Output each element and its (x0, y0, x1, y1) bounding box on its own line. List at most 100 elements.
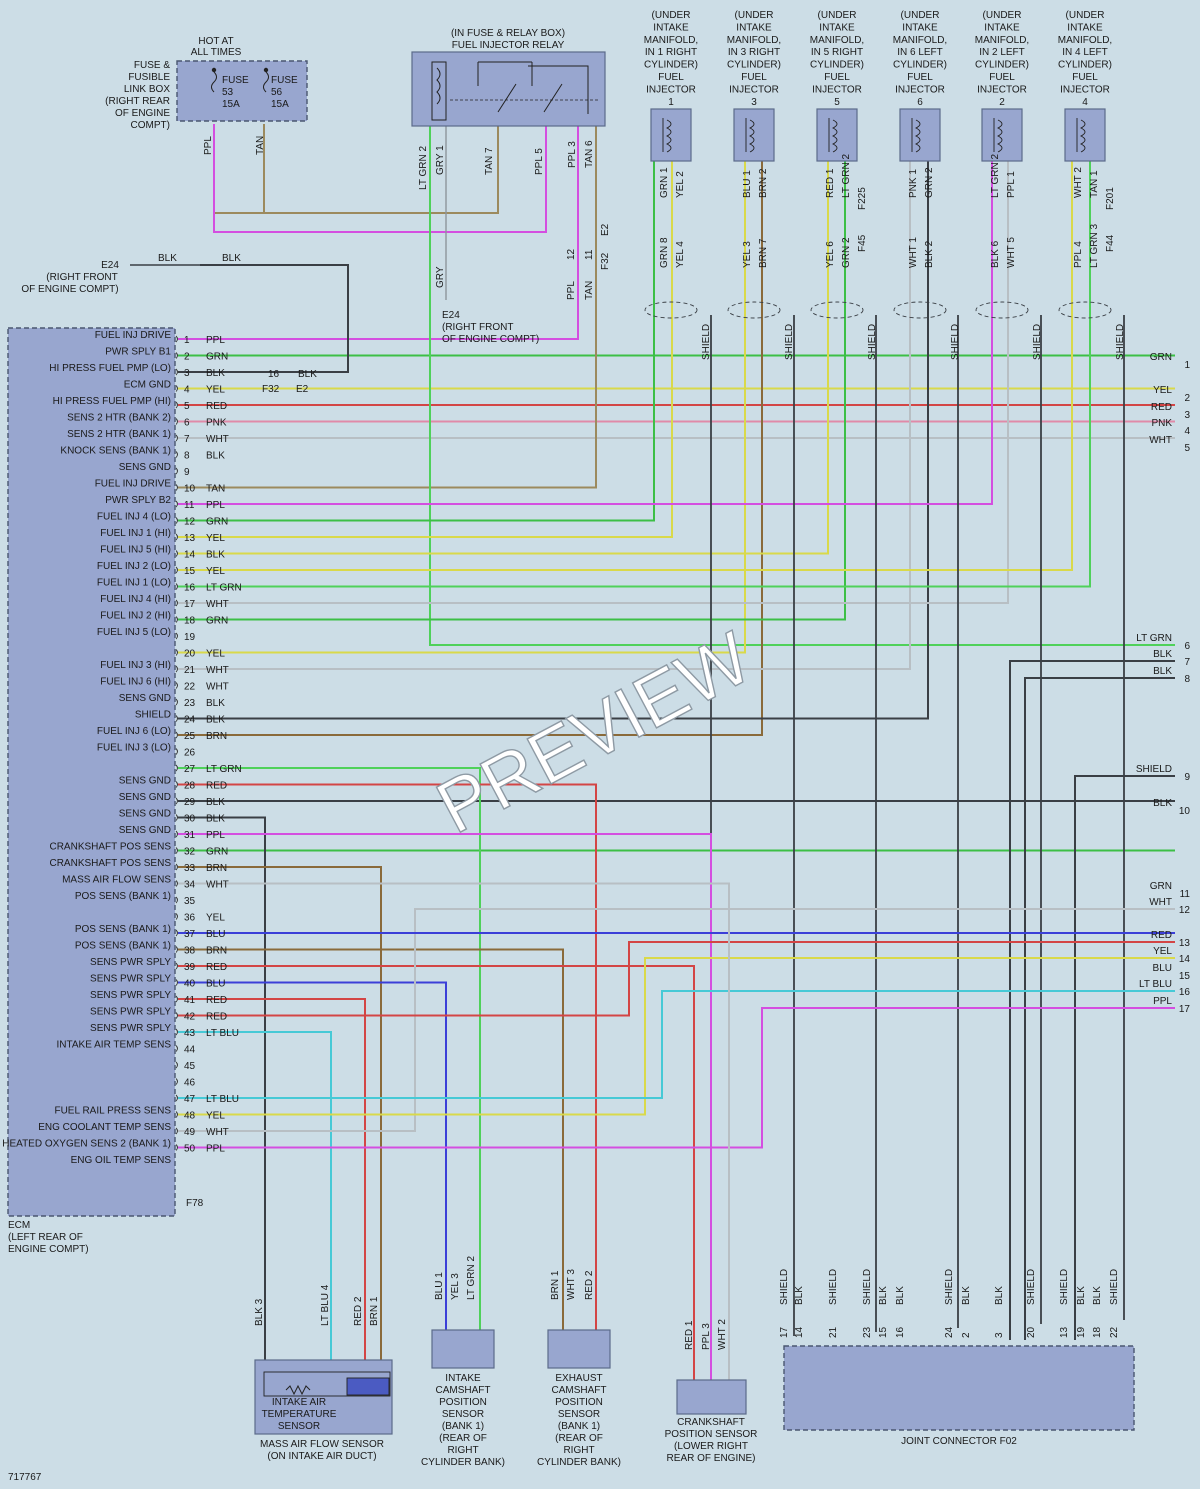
joint-connector-f02: JOINT CONNECTOR F02 17SHIELD14BLK21SHIEL… (779, 1269, 1135, 1447)
injector-connector: F45 (857, 234, 868, 252)
ecm-pin-number: 42 (184, 1012, 196, 1023)
ecm-pin-number: 39 (184, 962, 196, 973)
ecm-pin-color: YEL (206, 385, 225, 396)
output-number: 3 (1184, 410, 1190, 421)
ecm-pin-number: 23 (184, 698, 196, 709)
wire (263, 124, 498, 214)
injector-location: FUEL (907, 72, 933, 83)
output-number: 13 (1179, 938, 1191, 949)
wire (178, 941, 1175, 1017)
ecm-pin-terminal (175, 599, 178, 607)
joint-pin-color: SHIELD (779, 1269, 790, 1305)
fuse-wire-tan: TAN (255, 136, 266, 155)
injector-location: INJECTOR (895, 84, 945, 95)
ecm-pin-terminal (175, 863, 178, 871)
injector-location: (UNDER (901, 10, 940, 21)
injector-location: (UNDER (818, 10, 857, 21)
shield-label: SHIELD (950, 324, 961, 360)
injector-location: MANIFOLD, (975, 35, 1029, 46)
e24-lower-label-1: E24 (442, 310, 460, 321)
injector-location: FUEL (658, 72, 684, 83)
wire (178, 126, 579, 340)
output-number: 6 (1184, 641, 1190, 652)
ecm-pin-number: 14 (184, 550, 196, 561)
injector-pin: TAN 1 (1089, 170, 1100, 198)
output-color: YEL (1153, 946, 1172, 957)
ground-blk-2: BLK (222, 253, 241, 264)
intake-cam-pin-yel: YEL 3 (450, 1273, 461, 1300)
ecm-pin-color: PPL (206, 335, 225, 346)
injector-lower-pin: BLK 6 (990, 240, 1001, 268)
injector-location: FUEL (1072, 72, 1098, 83)
ecm-pin-number: 2 (184, 352, 190, 363)
joint-pin-color: SHIELD (862, 1269, 873, 1305)
ecm-pin-function: POS SENS (BANK 1) (75, 924, 171, 935)
ecm-pin-color: BLK (206, 715, 225, 726)
ecm-pin-terminal (175, 1094, 178, 1102)
ecm-pin-terminal (175, 814, 178, 821)
injector-location: CYLINDER) (644, 60, 698, 71)
ecm-pin-number: 4 (184, 385, 190, 396)
relay-conn-e2: E2 (600, 223, 611, 236)
fuse-53-amps: 15A (222, 99, 240, 110)
injector-lower-pin: YEL 4 (675, 241, 686, 268)
ecm-pin-terminal (175, 649, 178, 656)
ecm-pin-color: RED (206, 1012, 227, 1023)
wire (178, 155, 911, 670)
e24-label-3: OF ENGINE COMPT) (21, 284, 118, 295)
crank-label-1: CRANKSHAFT (677, 1417, 745, 1428)
ecm-pin-function: FUEL INJ 1 (LO) (97, 578, 171, 589)
ecm-pin-terminal (175, 830, 178, 838)
joint-pin-number: 3 (994, 1332, 1005, 1338)
injector-location: CYLINDER) (727, 60, 781, 71)
joint-pin-number: 16 (895, 1326, 906, 1338)
relay-conn-f32: F32 (600, 252, 611, 270)
ecm-pin-function: FUEL INJ DRIVE (95, 479, 172, 490)
relay-wire-ppl: PPL (566, 281, 577, 300)
wire (178, 155, 1009, 604)
injector-lower-pin: YEL 6 (825, 241, 836, 268)
ecm-pin-terminal (175, 484, 178, 491)
injector-body (1064, 108, 1106, 162)
ecm-pin-number: 5 (184, 401, 190, 412)
injector-location: MANIFOLD, (1058, 35, 1112, 46)
output-color: BLU (1153, 963, 1172, 974)
ecm-pin-terminal (175, 550, 178, 557)
wire (429, 126, 1175, 646)
ecm-pin-number: 35 (184, 896, 196, 907)
injector-location: IN 3 RIGHT (728, 47, 780, 58)
ecm-pin-color: RED (206, 962, 227, 973)
injector-location: CYLINDER) (1058, 60, 1112, 71)
fuse-53-num: 53 (222, 87, 234, 98)
ecm-pin-number: 11 (184, 500, 195, 511)
maf-pin-red: RED 2 (353, 1296, 364, 1326)
ecm-pin-terminal (175, 385, 178, 392)
ecm-pin-terminal (175, 979, 178, 986)
joint-pin-color: SHIELD (1109, 1269, 1120, 1305)
e24-lower-label-3: OF ENGINE COMPT) (442, 334, 539, 345)
ecm-pin-terminal (175, 418, 178, 425)
joint-pin-number: 15 (878, 1326, 889, 1338)
relay-pin-tan6: TAN 6 (584, 140, 595, 168)
intake-cam-pin-blu: BLU 1 (434, 1272, 445, 1300)
ecm-pin-number: 7 (184, 434, 190, 445)
exhaust-cam-label-7: RIGHT (563, 1445, 594, 1456)
e2-splice-color: BLK (298, 369, 317, 380)
wire (213, 124, 547, 233)
wire (178, 264, 349, 373)
output-number: 8 (1184, 674, 1190, 685)
ecm-pin-color: LT BLU (206, 1094, 239, 1105)
output-color: YEL (1153, 385, 1172, 396)
crank-label-4: REAR OF ENGINE) (667, 1453, 756, 1464)
ecm-pin-color: YEL (206, 1111, 225, 1122)
relay-title-1: (IN FUSE & RELAY BOX) (451, 28, 565, 39)
relay-pin-ppl3: PPL 3 (567, 141, 578, 168)
injector-location: INTAKE (1067, 22, 1103, 33)
wire (178, 948, 564, 1330)
ecm-pin-terminal (175, 797, 178, 805)
injector-location: IN 6 LEFT (897, 47, 943, 58)
ecm-pin-color: PPL (206, 500, 225, 511)
exhaust-cam-label-8: CYLINDER BANK) (537, 1457, 621, 1468)
